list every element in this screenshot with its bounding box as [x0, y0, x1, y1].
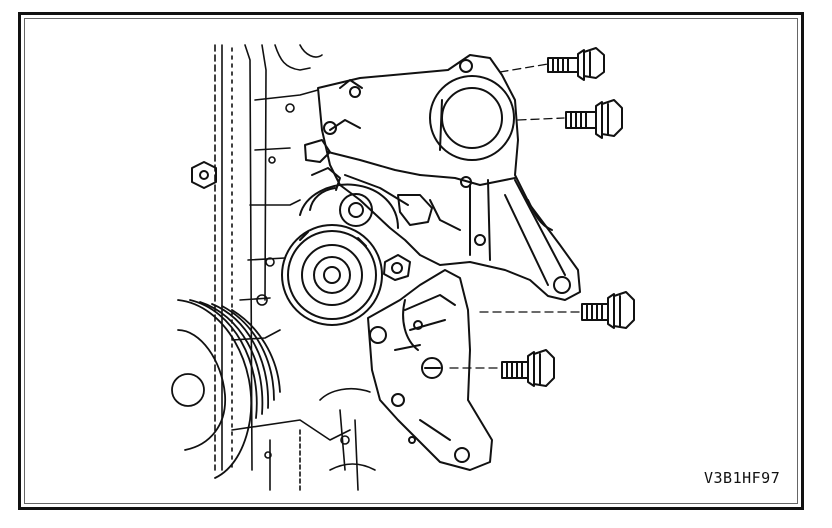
upper-bracket	[317, 54, 581, 301]
crankshaft-pulley	[171, 299, 281, 479]
bolt	[501, 349, 555, 387]
bolt	[565, 99, 623, 139]
diagram-frame	[18, 12, 804, 510]
figure-code: V3B1HF97	[704, 469, 781, 487]
bolt	[547, 47, 605, 81]
leader-lines	[449, 63, 581, 369]
tensioner-pulley	[299, 139, 399, 229]
idler-pulley	[281, 224, 411, 326]
lower-bracket	[367, 269, 493, 471]
bolt	[191, 161, 217, 189]
engine-block	[214, 44, 376, 491]
bolt	[581, 291, 635, 329]
